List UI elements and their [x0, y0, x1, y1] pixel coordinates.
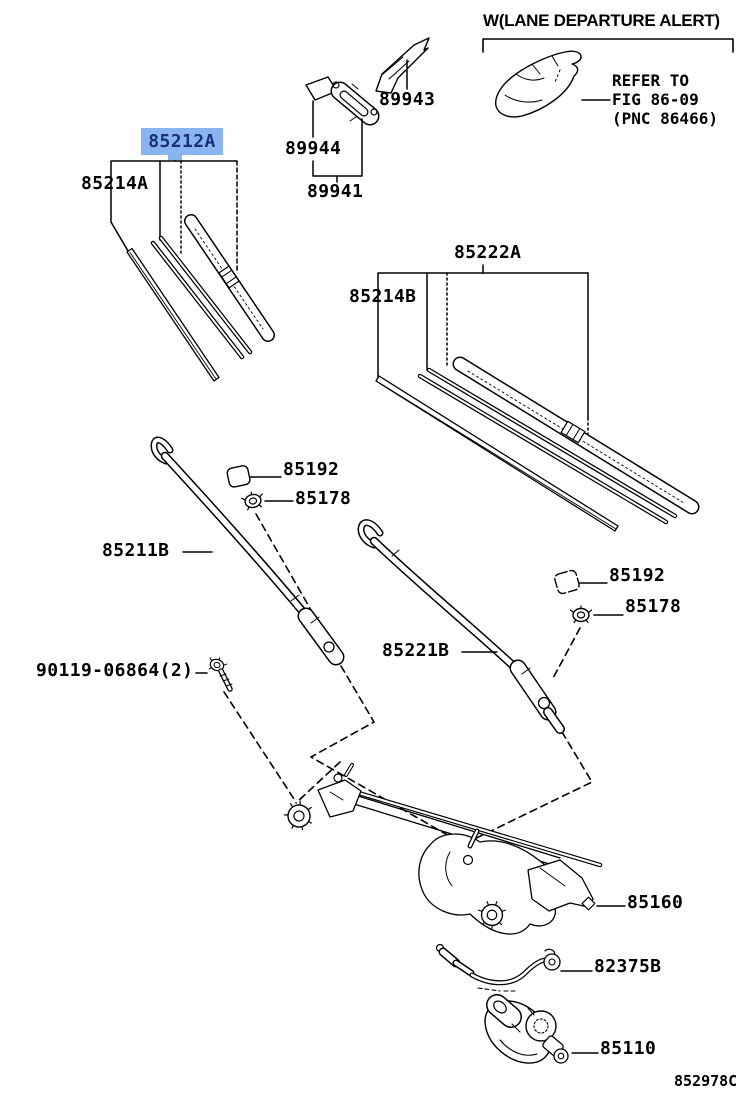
figure-code: 852978C [674, 1072, 738, 1090]
camera-unit-drawing [330, 81, 380, 126]
highlight-tab [168, 155, 182, 160]
part-label-89944[interactable]: 89944 [285, 138, 342, 159]
lane-alert-cover-drawing [495, 50, 611, 118]
washer-hose-drawing [435, 943, 593, 992]
part-label-90119-06864[interactable]: 90119-06864(2) [36, 660, 194, 681]
left-blade-drawing [184, 214, 275, 342]
left-rubber-strip-drawing [126, 247, 220, 382]
camera-cover-drawing [375, 37, 430, 94]
right-arm-drawing [357, 519, 565, 734]
part-label-85178-right[interactable]: 85178 [625, 596, 682, 617]
left-insert-strips-drawing [150, 235, 253, 360]
part-label-85192-right[interactable]: 85192 [609, 565, 666, 586]
part-label-89943[interactable]: 89943 [379, 89, 436, 110]
part-label-85211b[interactable]: 85211B [102, 540, 170, 561]
refer-note-line1: REFER TO [612, 71, 690, 90]
left-arm-drawing [150, 436, 345, 666]
right-cap-drawing [554, 569, 608, 595]
right-insert-strips-drawing [417, 367, 678, 525]
wiper-motor-drawing [484, 994, 599, 1064]
part-label-85221b[interactable]: 85221B [382, 640, 450, 661]
part-label-85222a[interactable]: 85222A [454, 242, 522, 263]
pivot-bolt-drawing [195, 654, 233, 692]
left-cap-drawing [226, 465, 282, 488]
linkage-drawing [281, 763, 626, 935]
part-label-85160[interactable]: 85160 [627, 892, 684, 913]
refer-note-line2: FIG 86-09 [612, 90, 699, 109]
right-blade-drawing [452, 356, 700, 515]
part-label-85212a-selected[interactable]: 85212A [141, 128, 223, 155]
part-label-85214a[interactable]: 85214A [81, 173, 149, 194]
left-nut-drawing [240, 489, 294, 512]
part-label-85192-left[interactable]: 85192 [283, 459, 340, 480]
refer-note-line3: (PNC 86466) [612, 109, 718, 128]
right-nut-drawing [569, 605, 624, 624]
right-blade-bracket [377, 264, 589, 439]
refer-note: REFER TO FIG 86-09 (PNC 86466) [612, 71, 718, 128]
part-label-82375b[interactable]: 82375B [594, 956, 662, 977]
part-label-85178-left[interactable]: 85178 [295, 488, 352, 509]
lane-alert-bracket [482, 38, 734, 53]
part-label-85214b[interactable]: 85214B [349, 286, 417, 307]
part-label-85110[interactable]: 85110 [600, 1038, 657, 1059]
right-rubber-strip-drawing [375, 375, 619, 532]
part-label-89941[interactable]: 89941 [307, 181, 364, 202]
variant-title: W(LANE DEPARTURE ALERT) [483, 11, 720, 30]
camera-bracket-lines [312, 59, 408, 183]
